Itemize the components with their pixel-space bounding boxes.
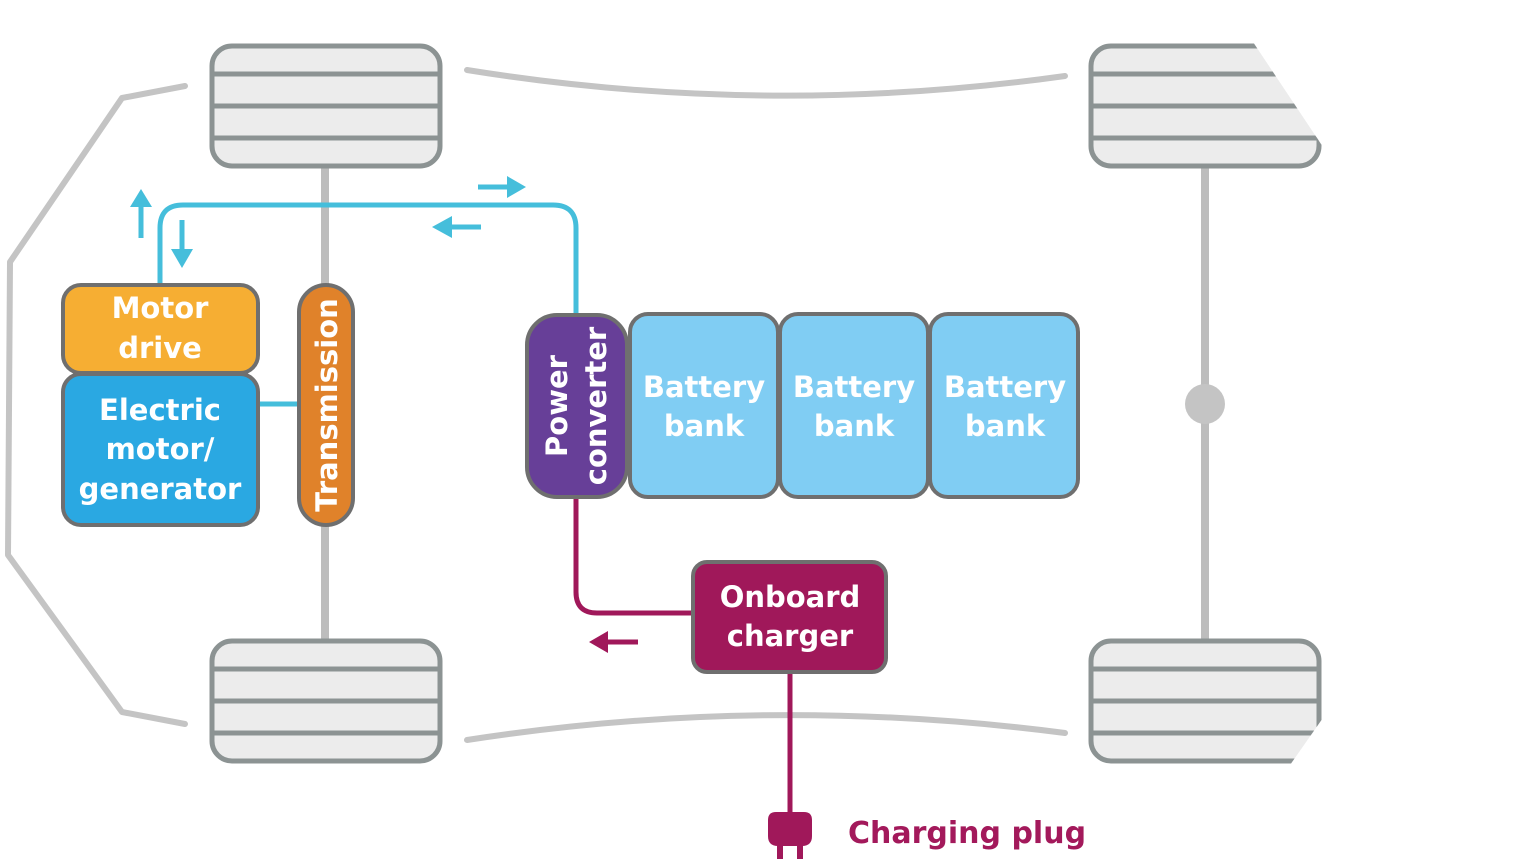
- transmission-block: Transmission: [297, 283, 355, 527]
- battery-bank-2: Battery bank: [778, 312, 930, 499]
- svg-text:Battery: Battery: [643, 370, 765, 404]
- motor-drive-block: Motor drive: [61, 283, 260, 375]
- motor-drive-label: Motor: [112, 291, 210, 325]
- electric-motor-label: Electric: [99, 393, 221, 427]
- flow-arrows: [130, 176, 526, 268]
- electric-flow: [157, 202, 579, 407]
- power-converter-block: Power converter: [525, 313, 629, 499]
- arrow-left-icon: [589, 631, 638, 653]
- battery-bank-3: Battery bank: [928, 312, 1080, 499]
- svg-text:bank: bank: [814, 409, 895, 443]
- differential: [1185, 384, 1225, 424]
- svg-text:Battery: Battery: [793, 370, 915, 404]
- chassis-outline: [5, 67, 1068, 743]
- svg-text:Battery: Battery: [944, 370, 1066, 404]
- arrow-down-icon: [171, 220, 193, 268]
- power-converter-label: converter: [579, 326, 613, 485]
- wheel-front-left: [209, 43, 443, 169]
- svg-text:charger: charger: [727, 619, 854, 653]
- onboard-charger-block: Onboard charger: [691, 560, 888, 674]
- svg-text:bank: bank: [965, 409, 1046, 443]
- plug-icon: [768, 812, 812, 859]
- transmission-label: Transmission: [310, 298, 344, 512]
- wheel-front-right: [209, 638, 443, 764]
- power-converter-label: Power: [540, 354, 574, 457]
- electric-motor-label: motor/: [106, 432, 215, 466]
- battery-bank-1: Battery bank: [628, 312, 780, 499]
- arrow-up-icon: [130, 189, 152, 238]
- wheel-rear-right: [1088, 638, 1322, 764]
- arrow-left-icon: [432, 216, 481, 238]
- arrow-right-icon: [478, 176, 526, 198]
- wheel-rear-left: [1088, 43, 1322, 169]
- svg-text:bank: bank: [664, 409, 745, 443]
- charging-flow: [573, 497, 793, 818]
- electric-motor-label: generator: [79, 472, 242, 506]
- motor-drive-label: drive: [118, 331, 202, 365]
- electric-motor-block: Electric motor/ generator: [61, 372, 260, 527]
- charging-plug-label: Charging plug: [848, 816, 1086, 851]
- svg-text:Onboard: Onboard: [720, 580, 861, 614]
